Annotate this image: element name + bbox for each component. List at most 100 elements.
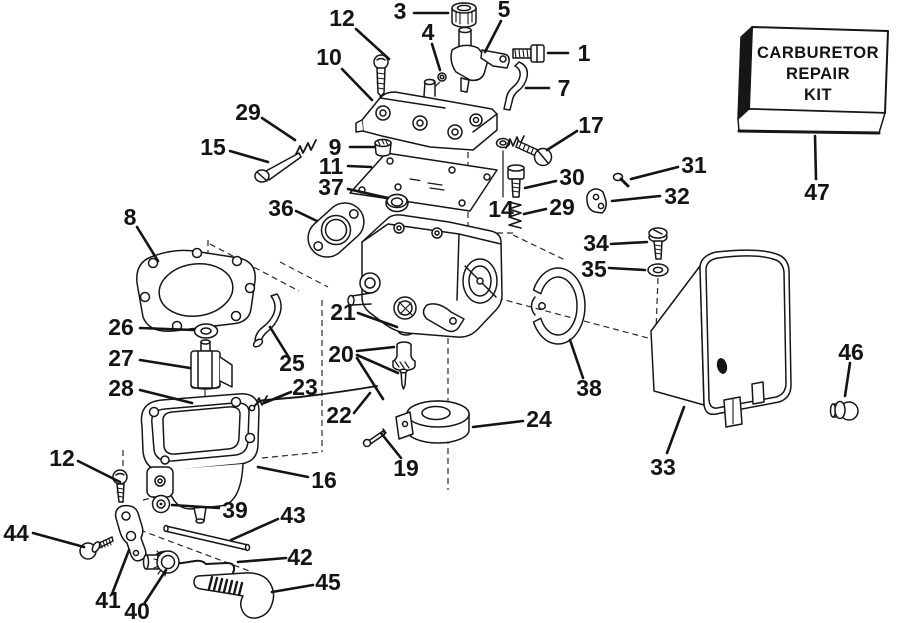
callout-32: 32 xyxy=(664,183,690,209)
leader-line-20 xyxy=(355,353,400,375)
leader-line-26 xyxy=(138,326,196,332)
part-tube-25 xyxy=(252,293,282,348)
leader-line-23 xyxy=(262,390,293,405)
callout-17: 17 xyxy=(578,112,604,138)
callout-11: 11 xyxy=(319,153,344,179)
part-lever-45 xyxy=(193,572,275,619)
leader-line-45 xyxy=(270,583,315,594)
leader-line-46 xyxy=(843,361,852,398)
callout-34: 34 xyxy=(583,230,609,256)
part-knob-46 xyxy=(829,400,859,421)
leader-line-8 xyxy=(135,225,160,263)
part-needle-valve-5 xyxy=(450,26,510,93)
leader-line-29 xyxy=(522,207,548,216)
leader-line-29 xyxy=(260,116,297,142)
callout-29: 29 xyxy=(235,99,261,125)
callout-27: 27 xyxy=(108,345,134,371)
callout-45: 45 xyxy=(315,569,341,595)
leader-line-19 xyxy=(379,431,403,460)
repair-kit-line-1: CARBURETOR xyxy=(757,44,879,62)
leader-line-41 xyxy=(110,548,131,596)
callout-41: 41 xyxy=(95,587,121,613)
callout-36: 36 xyxy=(268,195,294,221)
leader-line-11 xyxy=(346,164,373,169)
part-nut-37 xyxy=(385,193,409,213)
part-screw-12-top xyxy=(373,54,389,97)
callout-12: 12 xyxy=(329,5,355,31)
leader-line-39 xyxy=(170,503,221,510)
part-screw-1 xyxy=(512,44,545,63)
callout-16: 16 xyxy=(311,467,337,493)
leader-line-32 xyxy=(610,194,662,203)
callout-19: 19 xyxy=(393,455,419,481)
leader-line-40 xyxy=(142,568,168,606)
part-grommet-39 xyxy=(151,494,171,514)
leader-line-28 xyxy=(138,388,194,405)
callout-38: 38 xyxy=(576,375,602,401)
leader-line-21 xyxy=(356,311,399,329)
repair-kit-box: CARBURETOR REPAIR KIT xyxy=(737,26,889,135)
part-gasket-plate-11 xyxy=(349,152,498,212)
leader-line-37 xyxy=(346,187,390,200)
part-flange-gasket-36 xyxy=(307,202,365,258)
callout-10: 10 xyxy=(316,44,342,70)
callout-22: 22 xyxy=(326,402,352,428)
leader-line-17 xyxy=(545,129,579,152)
callout-35: 35 xyxy=(581,256,607,282)
part-knob-40 xyxy=(142,550,180,577)
leader-line-22 xyxy=(352,391,372,415)
callout-25: 25 xyxy=(279,350,305,376)
callout-44: 44 xyxy=(3,520,29,546)
callout-39: 39 xyxy=(222,497,248,523)
callout-20: 20 xyxy=(328,341,354,367)
part-pin-19 xyxy=(362,428,387,448)
callout-8: 8 xyxy=(124,204,137,230)
part-screw-12-bottom xyxy=(112,469,128,503)
part-air-silencer xyxy=(650,249,792,428)
leader-line-24 xyxy=(471,419,525,429)
callout-46: 46 xyxy=(838,339,864,365)
leader-line-27 xyxy=(138,358,192,370)
part-c-ring-38 xyxy=(530,267,586,345)
part-spring-29-left xyxy=(294,139,317,157)
leader-line-12 xyxy=(354,27,391,61)
part-rod-43 xyxy=(163,524,251,552)
leader-line-42 xyxy=(236,556,288,564)
callout-31: 31 xyxy=(681,152,707,178)
callout-14: 14 xyxy=(488,196,514,222)
callout-29: 29 xyxy=(549,194,575,220)
part-plug-9 xyxy=(374,138,392,157)
callout-5: 5 xyxy=(498,0,511,22)
callout-42: 42 xyxy=(287,544,313,570)
part-screw-31 xyxy=(612,172,630,188)
leader-line-12 xyxy=(76,459,122,484)
callout-24: 24 xyxy=(526,406,552,432)
leader-line-30 xyxy=(523,179,558,190)
callout-15: 15 xyxy=(200,134,226,160)
part-washer-26 xyxy=(193,323,219,339)
leader-line-36 xyxy=(294,209,319,223)
callout-3: 3 xyxy=(394,0,407,24)
part-wire-clip-22 xyxy=(248,385,378,412)
callout-21: 21 xyxy=(330,299,356,325)
part-cam-lever-41 xyxy=(114,504,147,562)
callout-4: 4 xyxy=(422,19,435,45)
leader-line-31 xyxy=(629,165,680,181)
callout-7: 7 xyxy=(558,75,571,101)
leader-line-25 xyxy=(268,325,290,358)
part-needle-seat-20 xyxy=(392,341,416,390)
part-fuel-bowl xyxy=(140,393,260,524)
part-link-7 xyxy=(503,61,529,111)
part-valve-27 xyxy=(190,339,233,390)
leader-line-43 xyxy=(229,517,280,542)
leader-line-5 xyxy=(483,19,503,54)
callout-23: 23 xyxy=(292,374,318,400)
part-needle-15 xyxy=(254,152,302,183)
part-carburetor-body xyxy=(347,214,503,338)
part-float xyxy=(395,400,470,444)
leader-line-38 xyxy=(568,338,585,380)
callout-43: 43 xyxy=(280,502,306,528)
callout-30: 30 xyxy=(559,164,585,190)
leader-line-15 xyxy=(228,149,270,164)
